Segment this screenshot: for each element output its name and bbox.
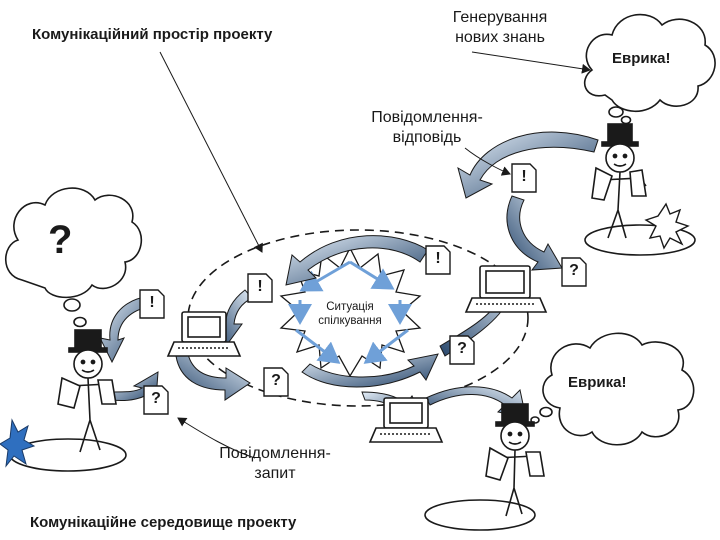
- pointer-request: [177, 417, 256, 459]
- note-right-q-mark: ?: [569, 262, 579, 279]
- pointer-comm-space: [159, 51, 263, 253]
- thought-cloud-left: [5, 187, 143, 328]
- ground-ellipse-bottom-right: [424, 499, 536, 531]
- note-right-top-shape: [511, 163, 537, 193]
- burst-left: [0, 418, 36, 468]
- situation-label: Ситуація спілкування: [318, 301, 382, 327]
- note-left-shape: [139, 289, 165, 319]
- note-center-bottom-shape: [263, 367, 289, 397]
- person-left: [57, 329, 117, 453]
- note-left-mark: !: [149, 294, 155, 311]
- reply-message-label: Повідомлення- відповідь: [371, 109, 483, 146]
- ground-ellipse-top-right: [584, 224, 696, 256]
- note-center-bottom-mark: ?: [271, 372, 281, 389]
- comm-environment-label: Комунікаційне середовище проекту: [30, 514, 297, 531]
- laptop-left: [166, 311, 242, 357]
- thought-cloud-bottom-right: [530, 332, 695, 446]
- burst-right: [644, 202, 690, 250]
- note-center-q-mark: ?: [457, 340, 467, 357]
- note-left-bottom-mark: ?: [151, 390, 161, 407]
- person-bottom-right: [485, 403, 545, 517]
- pointer-reply: [464, 147, 511, 176]
- note-right-top-mark: !: [521, 168, 527, 185]
- comm-space-label: Комунікаційний простір проекту: [32, 26, 273, 43]
- note-right-q-shape: [561, 257, 587, 287]
- note-left-top-center-mark: !: [257, 278, 263, 295]
- note-center-top-shape: [425, 245, 451, 275]
- question-big-label: ?: [48, 218, 73, 262]
- message-flow-arrows: [99, 131, 599, 421]
- communication-space-ellipse: [187, 229, 529, 407]
- note-left-top-center-shape: [247, 273, 273, 303]
- person-top-right: [591, 123, 647, 239]
- pointer-new-knowledge: [471, 51, 591, 74]
- thought-cloud-top-right: [583, 13, 716, 125]
- note-center-q-shape: [449, 335, 475, 365]
- eureka-top-label: Еврика!: [612, 50, 671, 67]
- request-message-label: Повідомлення- запит: [219, 445, 331, 482]
- note-left-bottom-shape: [143, 385, 169, 415]
- laptop-right: [464, 265, 548, 313]
- eureka-bottom-label: Еврика!: [568, 374, 627, 391]
- note-center-top-mark: !: [435, 250, 441, 267]
- new-knowledge-label: Генерування нових знань: [452, 9, 548, 46]
- laptop-bottom: [368, 397, 444, 443]
- situation-flow-arrows: [288, 260, 412, 364]
